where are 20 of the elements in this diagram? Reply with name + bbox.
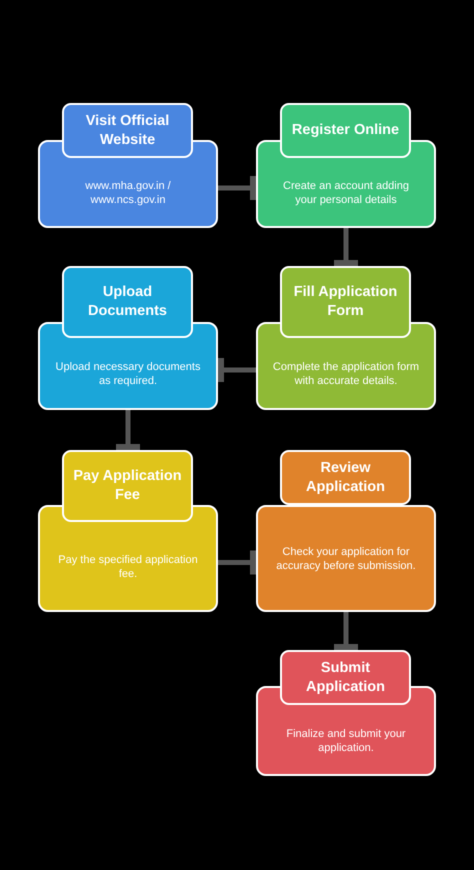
step-title: Register Online [280, 103, 411, 158]
step-description: www.mha.gov.in / www.ncs.gov.in [84, 179, 172, 207]
step-description: Pay the specified application fee. [57, 553, 199, 581]
step-title: Fill Application Form [280, 266, 411, 338]
step-title: Review Application [280, 450, 411, 505]
step-description: Complete the application form with accurate details. [272, 360, 420, 388]
connector [218, 358, 256, 382]
connector [218, 176, 256, 200]
connector [334, 612, 358, 650]
step-title: Submit Application [280, 650, 411, 705]
connector [218, 550, 256, 574]
step-description: Upload necessary documents as required. [54, 360, 202, 388]
step-description: Check your application for accuracy before submission. [275, 544, 417, 572]
step-title: Visit Official Website [62, 103, 193, 158]
step-title: Pay Application Fee [62, 450, 193, 522]
connector [116, 410, 140, 450]
connector [334, 228, 358, 266]
step-description: Finalize and submit your application. [285, 726, 407, 754]
step-title: Upload Documents [62, 266, 193, 338]
step-description: Create an account adding your personal details [282, 179, 410, 207]
